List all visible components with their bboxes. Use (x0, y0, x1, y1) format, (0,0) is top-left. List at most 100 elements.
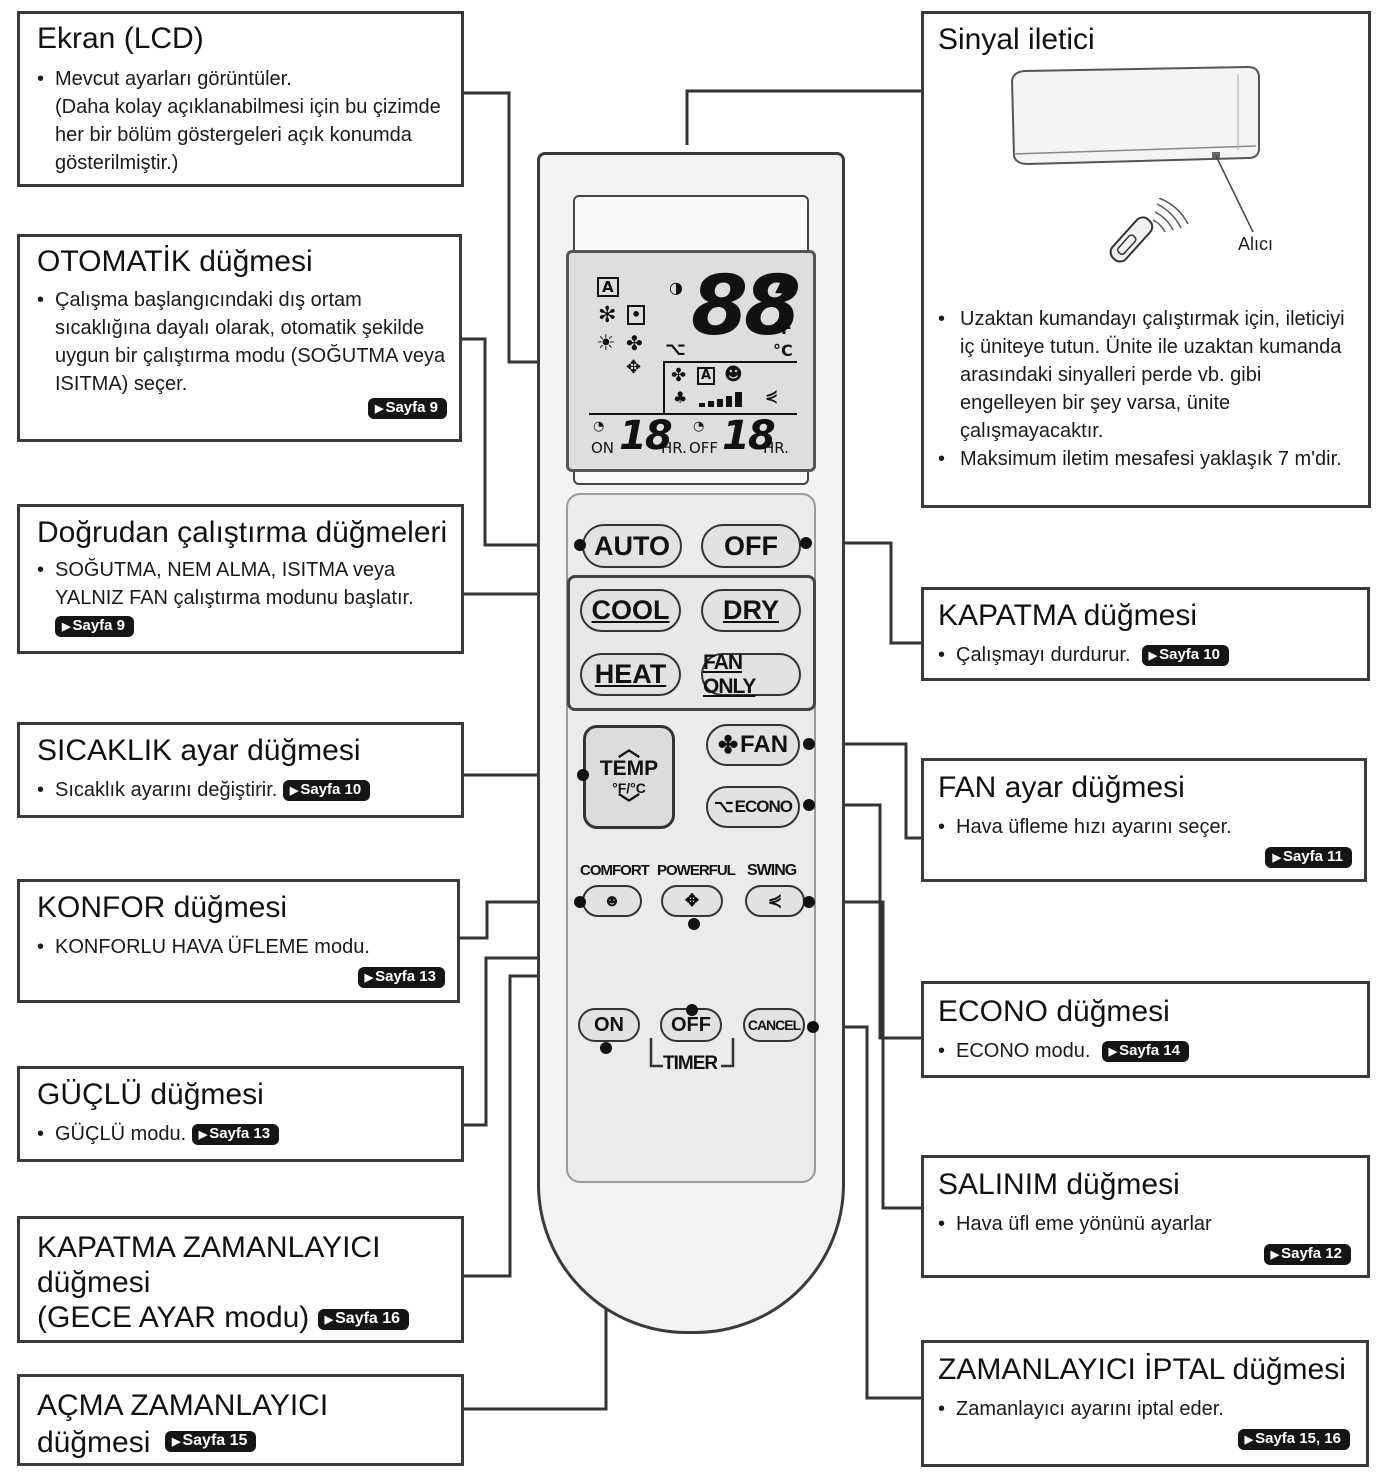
fan-icon: ✤ (717, 731, 739, 759)
connector-otomatik (458, 337, 580, 547)
callout-kapatma-zaman-title2: (GECE AYAR modu) (37, 1301, 310, 1334)
powerful-icon: ✥ (684, 891, 700, 910)
page-ref-badge[interactable]: Sayfa 10 (1141, 645, 1229, 666)
page-ref-badge[interactable]: Sayfa 11 (1265, 847, 1352, 868)
page-ref-badge[interactable]: Sayfa 15 (165, 1431, 257, 1452)
callout-dogrudan-title: Doğrudan çalıştırma düğmeleri (37, 516, 448, 549)
heat-button[interactable]: HEAT (580, 653, 681, 696)
callout-kapatma-title: KAPATMA düğmesi (938, 599, 1197, 632)
callout-fan: FAN ayar düğmesi Hava üfleme hızı ayarın… (921, 758, 1367, 882)
callout-econo: ECONO düğmesi ECONO modu. Sayfa 14 (921, 981, 1370, 1078)
callout-kapatma-text: Çalışmayı durdurur. (956, 644, 1131, 666)
connector-dot (803, 799, 815, 811)
callout-otomatik: OTOMATİK düğmesi Çalışma başlangıcındaki… (17, 234, 462, 442)
powerful-button[interactable]: ✥ (661, 885, 723, 917)
callout-econo-title: ECONO düğmesi (938, 995, 1170, 1028)
timer-on-button[interactable]: ON (578, 1008, 640, 1042)
connector-dot (574, 539, 586, 551)
cancel-label: CANCEL (747, 1017, 801, 1033)
off-button-label: OFF (724, 530, 778, 561)
page-ref-badge[interactable]: Sayfa 13 (191, 1124, 280, 1145)
lcd-fan-bar (708, 401, 714, 407)
callout-ekran-text2: (Daha kolay açıklanabilmesi için bu çizi… (55, 96, 441, 174)
callout-guclu-text: GÜÇLÜ modu. (55, 1123, 187, 1145)
connector-dot (686, 1004, 698, 1016)
timer-off-label: OFF (671, 1013, 711, 1036)
callout-guclu: GÜÇLÜ düğmesi GÜÇLÜ modu. Sayfa 13 (17, 1066, 464, 1162)
page-ref-badge[interactable]: Sayfa 9 (367, 398, 447, 419)
timer-label: TIMER (663, 1053, 718, 1074)
lcd-hr-label: HR. (661, 439, 687, 457)
connector-konfor (458, 900, 580, 940)
heat-icon: ☀ (596, 331, 616, 356)
callout-iptal-text: Zamanlayıcı ayarını iptal eder. (938, 1395, 1350, 1423)
connector-dot (577, 769, 589, 781)
connector-sinyal (685, 89, 921, 145)
callout-ekran-title: Ekran (LCD) (37, 22, 204, 55)
page-ref-badge[interactable]: Sayfa 9 (55, 616, 135, 637)
callout-sicaklik-text: Sıcaklık ayarını değiştirir. (55, 779, 278, 801)
callout-acma-zaman-title: AÇMA ZAMANLAYICI düğmesi (37, 1389, 329, 1459)
callout-iptal-title: ZAMANLAYICI İPTAL düğmesi (938, 1353, 1346, 1386)
connector-fan (809, 742, 921, 840)
auto-button[interactable]: AUTO (582, 524, 682, 568)
econo-button[interactable]: ⌥ECONO (706, 786, 800, 828)
page-ref-badge[interactable]: Sayfa 16 (317, 1309, 410, 1330)
off-button[interactable]: OFF (701, 524, 801, 568)
callout-dogrudan-text: SOĞUTMA, NEM ALMA, ISITMA veya YALNIZ FA… (55, 559, 414, 609)
econo-icon: ⌥ (714, 797, 734, 816)
cool-icon: ✻ (598, 303, 617, 328)
callout-otomatik-title: OTOMATİK düğmesi (37, 245, 313, 278)
heat-button-label: HEAT (594, 659, 667, 689)
lcd-off-digits: 18 (722, 413, 776, 459)
swing-label: SWING (747, 862, 797, 879)
powerful-label: POWERFUL (657, 862, 736, 879)
page-ref-badge[interactable]: Sayfa 12 (1263, 1244, 1351, 1265)
lcd-fan-auto: A (697, 367, 716, 385)
comfort-button[interactable]: ☻ (582, 885, 642, 917)
callout-salinim-text: Hava üfl eme yönünü ayarlar (938, 1210, 1351, 1238)
callout-guclu-title: GÜÇLÜ düğmesi (37, 1078, 264, 1111)
swing-button[interactable]: ⋞ (745, 885, 805, 917)
lcd-swing-icon: ⋞ (765, 386, 779, 405)
lcd-divider (589, 413, 797, 415)
callout-kapatma: KAPATMA düğmesi Çalışmayı durdurur. Sayf… (921, 587, 1370, 681)
page-ref-badge[interactable]: Sayfa 10 (282, 780, 371, 801)
callout-dogrudan: Doğrudan çalıştırma düğmeleri SOĞUTMA, N… (17, 504, 464, 654)
page-ref-badge[interactable]: Sayfa 13 (357, 967, 445, 988)
auto-button-label: AUTO (593, 530, 670, 561)
connector-salinim (809, 900, 921, 1210)
page-ref-badge[interactable]: Sayfa 15, 16 (1237, 1429, 1350, 1450)
callout-ekran: Ekran (LCD) Mevcut ayarları görüntüler. … (17, 11, 464, 187)
connector-dot (600, 1042, 612, 1054)
temp-button[interactable]: ︿ TEMP °F/°C ﹀ (583, 725, 675, 829)
fan-icon: ✤ (626, 331, 643, 355)
cancel-button[interactable]: CANCEL (743, 1008, 805, 1042)
lcd-fan-bar (726, 396, 732, 407)
lcd-on-clock-icon: ◔ (593, 419, 605, 434)
callout-ekran-text: Mevcut ayarları görüntüler. (37, 65, 461, 93)
callout-sinyal-text: Uzaktan kumandayı çalıştırmak için, ilet… (938, 305, 1358, 445)
econo-button-label: ECONO (734, 797, 793, 816)
callout-kapatma-zaman: KAPATMA ZAMANLAYICI düğmesi (GECE AYAR m… (17, 1216, 464, 1343)
dry-button[interactable]: DRY (701, 589, 801, 632)
lcd-status-box (663, 361, 797, 413)
temp-unit-label: °F/°C (612, 780, 646, 796)
indoor-unit-illustration (1010, 66, 1260, 166)
timer-off-button[interactable]: OFF (660, 1008, 722, 1042)
page-ref-badge[interactable]: Sayfa 14 (1101, 1041, 1189, 1062)
connector-dot (803, 738, 815, 750)
lcd-on-label: ON (591, 439, 615, 457)
comfort-icon: ☻ (603, 891, 621, 910)
temp-down-icon: ﹀ (617, 792, 640, 817)
connector-dot (803, 896, 815, 908)
cool-button[interactable]: COOL (580, 589, 681, 632)
comfort-icon: ☻ (724, 364, 743, 385)
lcd-on-digits: 18 (619, 413, 673, 459)
callout-econo-text: ECONO modu. (956, 1040, 1091, 1062)
fan-button[interactable]: ✤FAN (706, 724, 800, 766)
callout-sicaklik-title: SICAKLIK ayar düğmesi (37, 734, 361, 767)
lcd-off-label: OFF (689, 439, 719, 457)
fan-only-button[interactable]: FAN ONLY (701, 651, 801, 698)
callout-konfor: KONFOR düğmesi KONFORLU HAVA ÜFLEME modu… (17, 879, 460, 1003)
